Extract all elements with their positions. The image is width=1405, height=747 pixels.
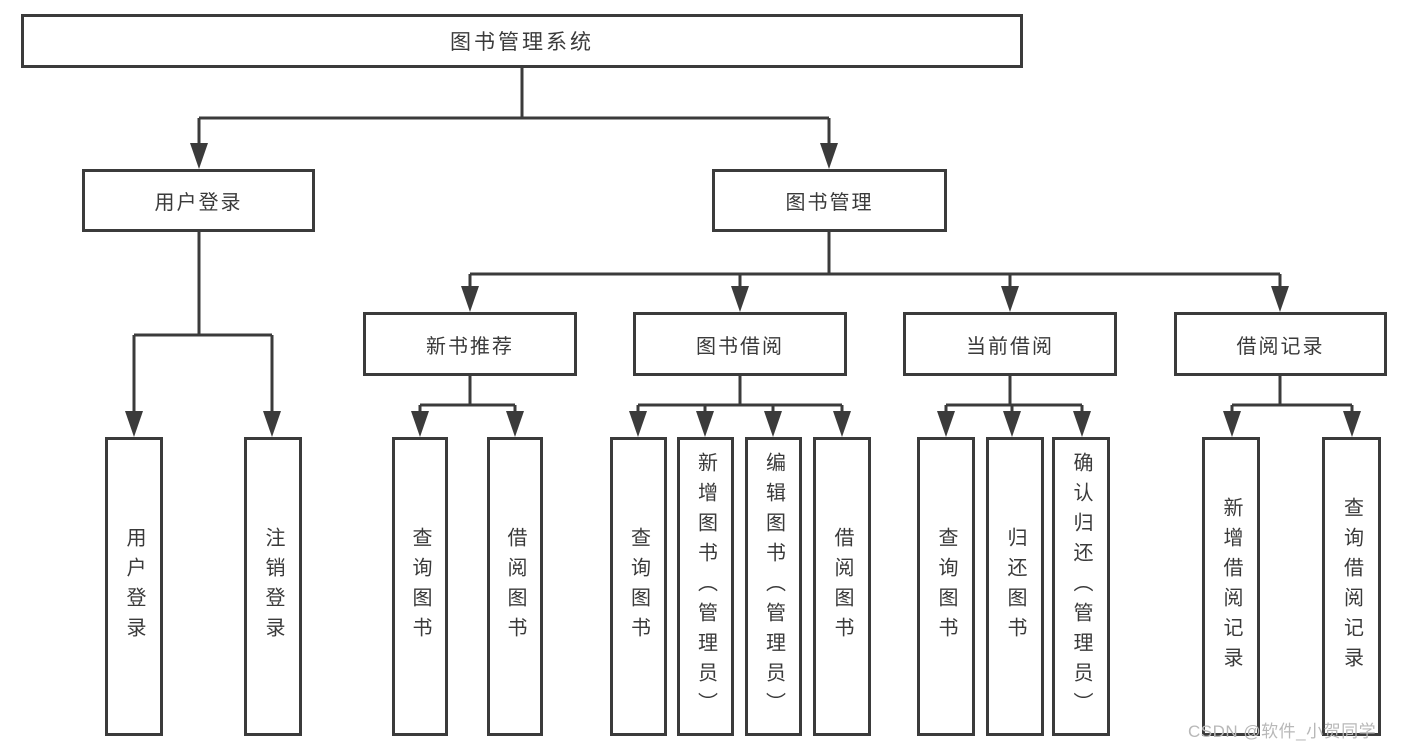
leaf-edit-book-admin: 编辑图书（管理员） <box>745 437 802 736</box>
leaf-borrow-books-recommend: 借阅图书 <box>487 437 543 736</box>
leaf-return-book: 归还图书 <box>986 437 1044 736</box>
leaf-label: 确认归还（管理员） <box>1070 451 1092 722</box>
node-book-borrowing: 图书借阅 <box>633 312 847 376</box>
leaf-query-books-borrow: 查询图书 <box>610 437 667 736</box>
leaf-logout: 注销登录 <box>244 437 302 736</box>
leaf-label: 用户登录 <box>123 526 145 647</box>
leaf-confirm-return-admin: 确认归还（管理员） <box>1052 437 1110 736</box>
node-borrow-records: 借阅记录 <box>1174 312 1387 376</box>
leaf-query-books-recommend: 查询图书 <box>392 437 448 736</box>
leaf-label: 查询图书 <box>409 526 431 647</box>
node-current-borrowing: 当前借阅 <box>903 312 1117 376</box>
csdn-watermark: CSDN @软件_小贺同学 <box>1188 722 1377 741</box>
leaf-borrow-books: 借阅图书 <box>813 437 871 736</box>
leaf-query-books-current: 查询图书 <box>917 437 975 736</box>
node-label: 借阅记录 <box>1236 335 1325 358</box>
node-library-system: 图书管理系统 <box>21 14 1023 68</box>
node-label: 当前借阅 <box>966 335 1054 358</box>
node-label: 图书借阅 <box>696 335 784 358</box>
leaf-label: 编辑图书（管理员） <box>762 451 785 722</box>
leaf-label: 查询图书 <box>627 526 650 647</box>
leaf-add-book-admin: 新增图书（管理员） <box>677 437 734 736</box>
node-label: 用户登录 <box>154 192 243 214</box>
leaf-user-login: 用户登录 <box>105 437 163 736</box>
leaf-label: 查询借阅记录 <box>1340 496 1363 677</box>
leaf-label: 注销登录 <box>262 526 284 647</box>
leaf-label: 借阅图书 <box>831 526 853 647</box>
leaf-add-borrow-record: 新增借阅记录 <box>1202 437 1260 736</box>
leaf-query-borrow-record: 查询借阅记录 <box>1322 437 1381 736</box>
leaf-label: 新增借阅记录 <box>1220 496 1242 677</box>
leaf-label: 借阅图书 <box>504 526 526 647</box>
node-user-login: 用户登录 <box>82 169 315 232</box>
leaf-label: 新增图书（管理员） <box>694 451 717 722</box>
node-new-book-recommend: 新书推荐 <box>363 312 577 376</box>
node-book-management: 图书管理 <box>712 169 947 232</box>
node-label: 新书推荐 <box>426 335 514 358</box>
leaf-label: 查询图书 <box>935 526 957 647</box>
node-label: 图书管理系统 <box>450 31 594 54</box>
leaf-label: 归还图书 <box>1004 526 1026 647</box>
node-label: 图书管理 <box>785 192 874 214</box>
